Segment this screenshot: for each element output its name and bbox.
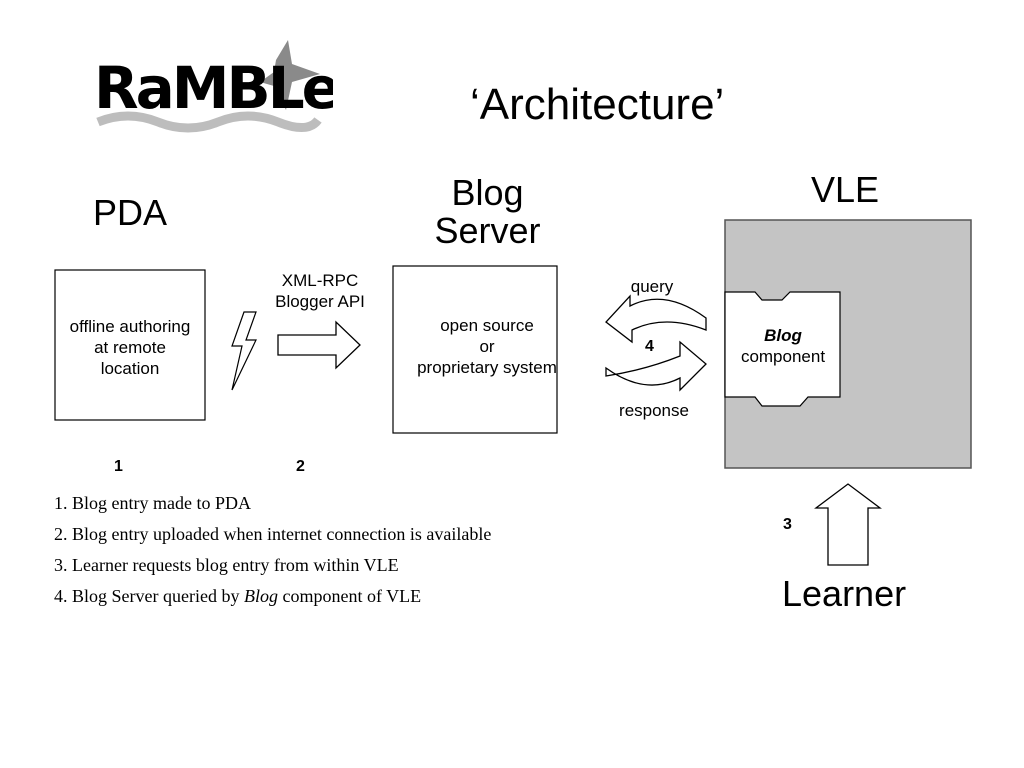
pda-box-text: offline authoring at remote location [55, 316, 205, 379]
blog-server-line-2: or [479, 337, 495, 356]
blog-server-line-3: proprietary system [417, 358, 557, 377]
step-item-number: 4. [54, 586, 68, 606]
pda-line-3: location [100, 359, 160, 378]
ramble-logo: RaMBLe [88, 30, 342, 135]
logo-wave [96, 111, 322, 133]
step-item-2: 2. Blog entry uploaded when internet con… [54, 519, 491, 550]
xmlrpc-label: XML-RPC Blogger API [250, 270, 390, 312]
step-item-emphasis: Blog [243, 586, 278, 606]
step-item-text: Blog entry made to PDA [72, 493, 251, 513]
pda-heading: PDA [92, 192, 168, 233]
blog-component-title: Blog [764, 326, 802, 345]
step-item-text: Learner requests blog entry from within … [72, 555, 399, 575]
step-1-label: 1 [114, 458, 123, 475]
blog-server-box-text: open source or proprietary system [393, 315, 581, 378]
xmlrpc-line-2: Blogger API [275, 292, 365, 311]
logo-wordmark: RaMBLe [94, 54, 333, 122]
blog-server-box [392, 265, 558, 434]
blog-server-heading-line-2: Server [434, 210, 541, 251]
blog-component-label: component [740, 347, 826, 366]
query-arrow-icon [605, 294, 707, 344]
step-2-label: 2 [296, 458, 305, 475]
blog-component-text: Blog component [726, 325, 840, 367]
response-arrow-icon [605, 340, 707, 392]
lightning-icon [231, 311, 257, 391]
slide-title: ‘Architecture’ [470, 80, 725, 129]
step-item-number: 3. [54, 555, 68, 575]
response-label: response [619, 401, 689, 420]
vle-heading: VLE [810, 169, 880, 210]
step-item-text-tail: component of VLE [277, 586, 422, 606]
learner-arrow-icon [814, 483, 882, 566]
blog-component-box [724, 291, 841, 407]
step-item-number: 1. [54, 493, 68, 513]
learner-label: Learner [782, 573, 907, 614]
steps-list: 1. Blog entry made to PDA 2. Blog entry … [54, 488, 491, 612]
step-item-3: 3. Learner requests blog entry from with… [54, 550, 491, 581]
blog-server-heading: Blog Server [400, 174, 575, 250]
step-item-text: Blog entry uploaded when internet connec… [72, 524, 492, 544]
pda-box [54, 269, 206, 421]
step-item-text: Blog Server queried by [72, 586, 244, 606]
logo-starburst [260, 40, 320, 110]
pda-line-2: at remote [94, 338, 166, 357]
blog-server-line-1: open source [440, 316, 534, 335]
blog-server-heading-line-1: Blog [451, 172, 524, 213]
logo-graphic: RaMBLe [94, 40, 342, 133]
pda-line-1: offline authoring [69, 317, 191, 336]
step-4-label: 4 [645, 338, 654, 355]
step-item-1: 1. Blog entry made to PDA [54, 488, 491, 519]
upload-arrow-icon [277, 320, 361, 370]
query-label: query [630, 277, 674, 296]
xmlrpc-line-1: XML-RPC [281, 271, 359, 290]
step-item-4: 4. Blog Server queried by Blog component… [54, 581, 491, 612]
step-3-label: 3 [783, 516, 792, 533]
step-item-number: 2. [54, 524, 68, 544]
